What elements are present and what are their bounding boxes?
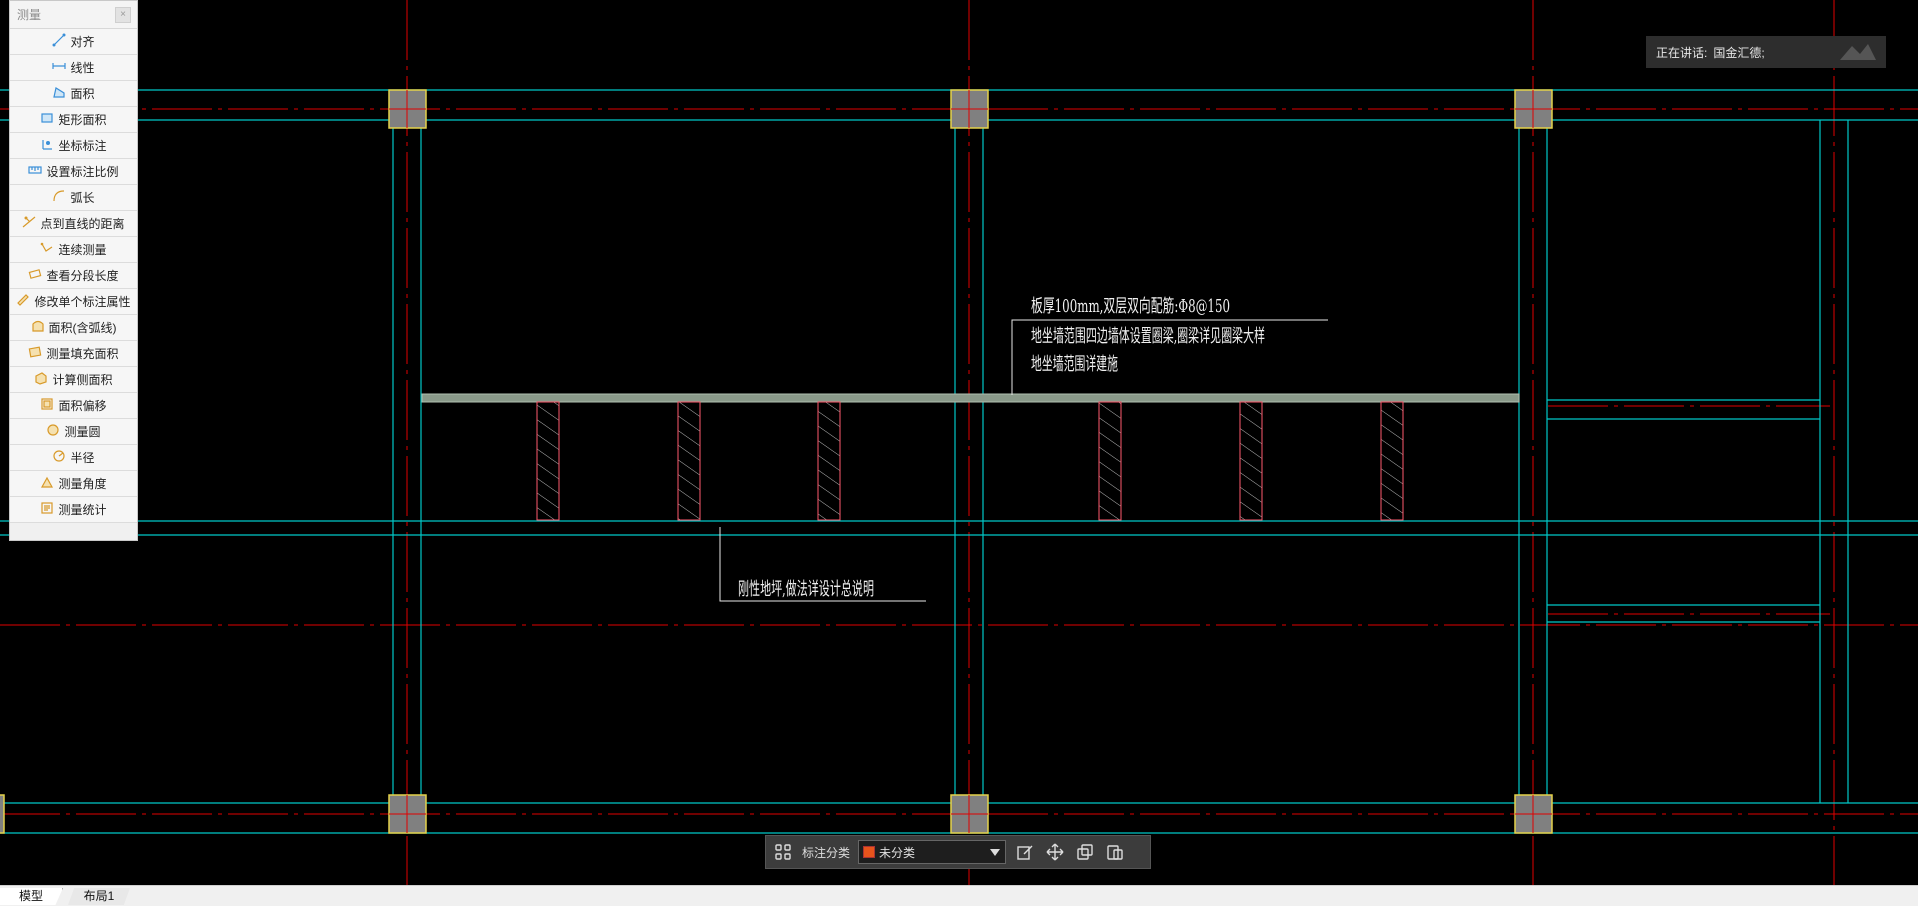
angle-icon bbox=[40, 475, 54, 492]
measure-tool-label: 连续测量 bbox=[58, 243, 107, 257]
measure-tool-label: 线性 bbox=[70, 61, 95, 75]
measure-tool-3[interactable]: 矩形面积 bbox=[10, 107, 137, 133]
measure-tool-13[interactable]: 计算侧面积 bbox=[10, 367, 137, 393]
measure-tool-label: 修改单个标注属性 bbox=[34, 295, 131, 309]
side-area-icon bbox=[34, 371, 48, 388]
floor-note: 刚性地坪,做法详设计总说明 bbox=[738, 579, 874, 600]
measure-tool-6[interactable]: 弧长 bbox=[10, 185, 137, 211]
measure-tool-14[interactable]: 面积偏移 bbox=[10, 393, 137, 419]
measure-tool-label: 测量圆 bbox=[64, 425, 101, 439]
tab-layout1[interactable]: 布局1 bbox=[68, 888, 130, 905]
area-offset-icon bbox=[40, 397, 54, 414]
measure-tool-label: 面积偏移 bbox=[58, 399, 107, 413]
measure-tool-4[interactable]: 坐标标注 bbox=[10, 133, 137, 159]
measure-tool-label: 计算侧面积 bbox=[52, 373, 113, 387]
column-axis-marks bbox=[389, 90, 1552, 833]
measure-tool-5[interactable]: 设置标注比例 bbox=[10, 159, 137, 185]
annotation-toolbar: 标注分类 未分类 bbox=[765, 835, 1151, 869]
measure-tool-label: 测量统计 bbox=[58, 503, 107, 517]
speaking-label: 正在讲话: bbox=[1656, 45, 1708, 60]
measure-panel-title: 测量 bbox=[17, 8, 42, 22]
layout-tabbar: 模型 布局1 bbox=[0, 885, 1918, 906]
continuous-measure-icon bbox=[40, 241, 54, 258]
category-color-swatch bbox=[863, 846, 876, 858]
copy-icon[interactable] bbox=[1074, 841, 1096, 863]
measure-tool-label: 测量角度 bbox=[58, 477, 107, 491]
move-icon[interactable] bbox=[1044, 841, 1066, 863]
coordinate-icon bbox=[40, 137, 54, 154]
circle-icon bbox=[46, 423, 60, 440]
linear-dimension-icon bbox=[52, 59, 67, 76]
annotation-category-select[interactable]: 未分类 bbox=[858, 840, 1007, 864]
drawing-canvas[interactable]: 板厚100mm,双层双向配筋:Φ8@150 地坐墙范围四边墙体设置圈梁,圈梁详见… bbox=[0, 0, 1918, 885]
brick-piers bbox=[536, 401, 1404, 521]
wall-lines bbox=[0, 89, 1918, 834]
statistics-icon bbox=[40, 501, 54, 518]
measure-tool-7[interactable]: 点到直线的距离 bbox=[10, 211, 137, 237]
close-icon[interactable]: × bbox=[115, 6, 131, 23]
measure-tool-2[interactable]: 面积 bbox=[10, 81, 137, 107]
measure-tool-label: 点到直线的距离 bbox=[40, 217, 125, 231]
grid-icon[interactable] bbox=[772, 841, 794, 863]
chevron-down-icon bbox=[990, 849, 1001, 856]
slab-section bbox=[421, 393, 1520, 403]
measure-tool-label: 半径 bbox=[70, 451, 95, 465]
measure-tool-label: 设置标注比例 bbox=[46, 165, 119, 179]
measure-tool-11[interactable]: 面积(含弧线) bbox=[10, 315, 137, 341]
measure-tool-17[interactable]: 测量角度 bbox=[10, 471, 137, 497]
fill-area-icon bbox=[28, 345, 42, 362]
edit-dimension-icon bbox=[16, 293, 30, 310]
measure-tool-12[interactable]: 测量填充面积 bbox=[10, 341, 137, 367]
slab-note-line3: 地坐墙范围详建施 bbox=[1031, 354, 1118, 375]
measure-tool-label: 查看分段长度 bbox=[46, 269, 119, 283]
edit-icon[interactable] bbox=[1014, 841, 1036, 863]
point-line-distance-icon bbox=[22, 215, 36, 232]
measure-tool-label: 面积 bbox=[70, 87, 95, 101]
measure-tool-label: 坐标标注 bbox=[58, 139, 107, 153]
radius-icon bbox=[52, 449, 66, 466]
measure-tool-label: 弧长 bbox=[70, 191, 95, 205]
measure-tool-18[interactable]: 测量统计 bbox=[10, 497, 137, 523]
arc-length-icon bbox=[52, 189, 66, 206]
tab-model[interactable]: 模型 bbox=[0, 888, 63, 905]
slab-note-line1: 板厚100mm,双层双向配筋:Φ8@150 bbox=[1031, 296, 1230, 317]
leader-lines bbox=[719, 319, 1328, 602]
measure-tool-1[interactable]: 线性 bbox=[10, 55, 137, 81]
measure-tool-label: 测量填充面积 bbox=[46, 347, 119, 361]
arc-area-icon bbox=[31, 319, 45, 336]
measure-tool-label: 对齐 bbox=[70, 35, 95, 49]
speaking-indicator: 正在讲话: 国金汇德; bbox=[1646, 36, 1886, 68]
measure-tool-label: 面积(含弧线) bbox=[48, 321, 117, 335]
measure-panel: 测量 × 对齐线性面积矩形面积坐标标注设置标注比例弧长点到直线的距离连续测量查看… bbox=[9, 0, 138, 541]
annotation-category-label: 标注分类 bbox=[802, 845, 851, 860]
rect-area-icon bbox=[40, 111, 54, 128]
measure-tool-label: 矩形面积 bbox=[58, 113, 107, 127]
measure-tool-16[interactable]: 半径 bbox=[10, 445, 137, 471]
measure-tool-15[interactable]: 测量圆 bbox=[10, 419, 137, 445]
selected-category: 未分类 bbox=[879, 845, 916, 860]
scale-icon bbox=[28, 163, 43, 180]
measure-tool-8[interactable]: 连续测量 bbox=[10, 237, 137, 263]
aligned-dimension-icon bbox=[52, 33, 66, 50]
segment-length-icon bbox=[28, 267, 42, 284]
speaking-name: 国金汇德; bbox=[1713, 45, 1765, 60]
paste-icon[interactable] bbox=[1104, 841, 1126, 863]
area-icon bbox=[52, 85, 66, 102]
measure-tool-10[interactable]: 修改单个标注属性 bbox=[10, 289, 137, 315]
measure-panel-header[interactable]: 测量 × bbox=[10, 1, 137, 29]
measure-tool-0[interactable]: 对齐 bbox=[10, 29, 137, 55]
slab-note-line2: 地坐墙范围四边墙体设置圈梁,圈梁详见圈梁大样 bbox=[1031, 326, 1265, 347]
watermark-icon bbox=[1840, 44, 1876, 60]
measure-tool-9[interactable]: 查看分段长度 bbox=[10, 263, 137, 289]
